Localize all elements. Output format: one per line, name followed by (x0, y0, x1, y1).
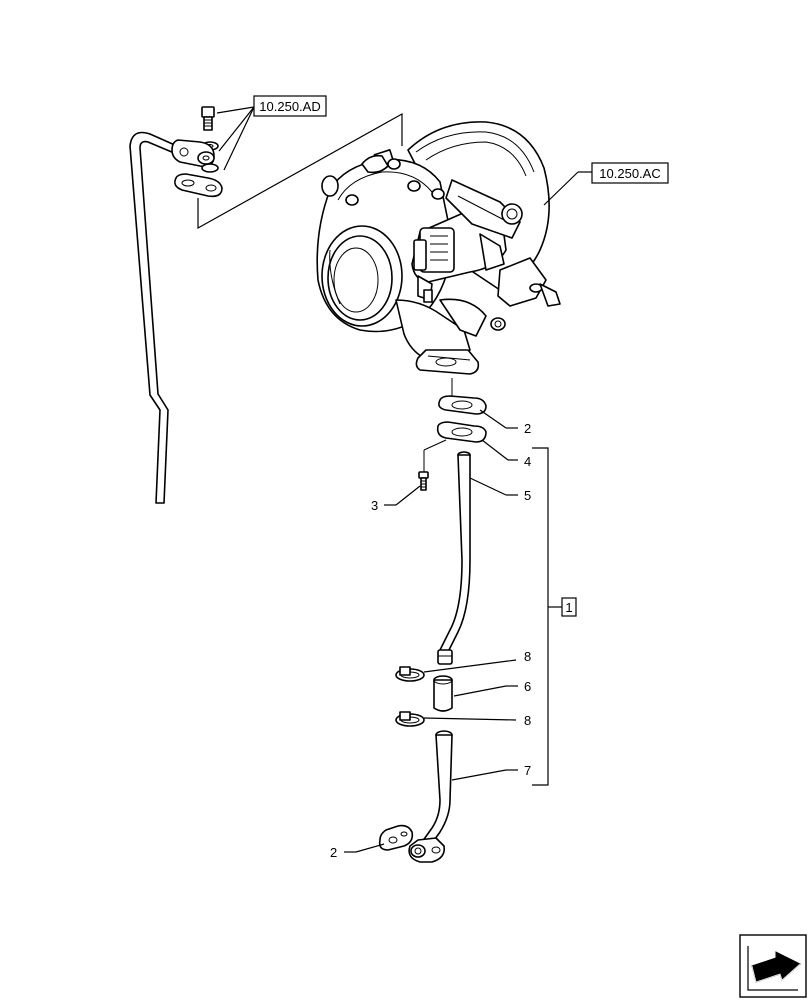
callout-6[interactable]: 6 (524, 679, 531, 694)
next-page-arrow-icon[interactable] (739, 934, 807, 998)
banjo-fitting-assembly (171, 106, 223, 198)
callout-3[interactable]: 3 (371, 498, 378, 513)
gasket-4 (436, 421, 487, 443)
callout-8-top[interactable]: 8 (524, 649, 531, 664)
gasket-top (438, 378, 487, 415)
callout-2-top[interactable]: 2 (524, 421, 531, 436)
callout-4[interactable]: 4 (524, 454, 531, 469)
turbocharger (316, 121, 561, 375)
ref-box-ac[interactable] (591, 162, 669, 184)
ref-label-ac[interactable]: 10.250.AC (599, 166, 660, 181)
gasket-bottom (378, 824, 414, 851)
ref-box-ad[interactable] (253, 95, 327, 117)
callout-7[interactable]: 7 (524, 763, 531, 778)
callout-box-1[interactable] (561, 597, 577, 617)
callout-1[interactable]: 1 (565, 600, 572, 615)
callout-2-bottom[interactable]: 2 (330, 845, 337, 860)
hose-clamp-top (395, 666, 425, 682)
drain-tube-lower (408, 730, 453, 863)
drain-tube-upper (437, 451, 471, 665)
callouts: 2 4 5 3 1 8 6 8 7 2 (330, 409, 577, 860)
hose-clamp-bottom (395, 711, 425, 727)
ref-ad-leaders: 10.250.AD (216, 95, 327, 171)
oil-supply-pipe (129, 131, 187, 504)
connection-frame (197, 112, 403, 230)
ref-ac-leaders: 10.250.AC (543, 162, 669, 206)
bolt-3 (418, 439, 447, 491)
callout-8-bottom[interactable]: 8 (524, 713, 531, 728)
callout-5[interactable]: 5 (524, 488, 531, 503)
ref-label-ad[interactable]: 10.250.AD (259, 99, 320, 114)
hose-6 (433, 675, 453, 712)
